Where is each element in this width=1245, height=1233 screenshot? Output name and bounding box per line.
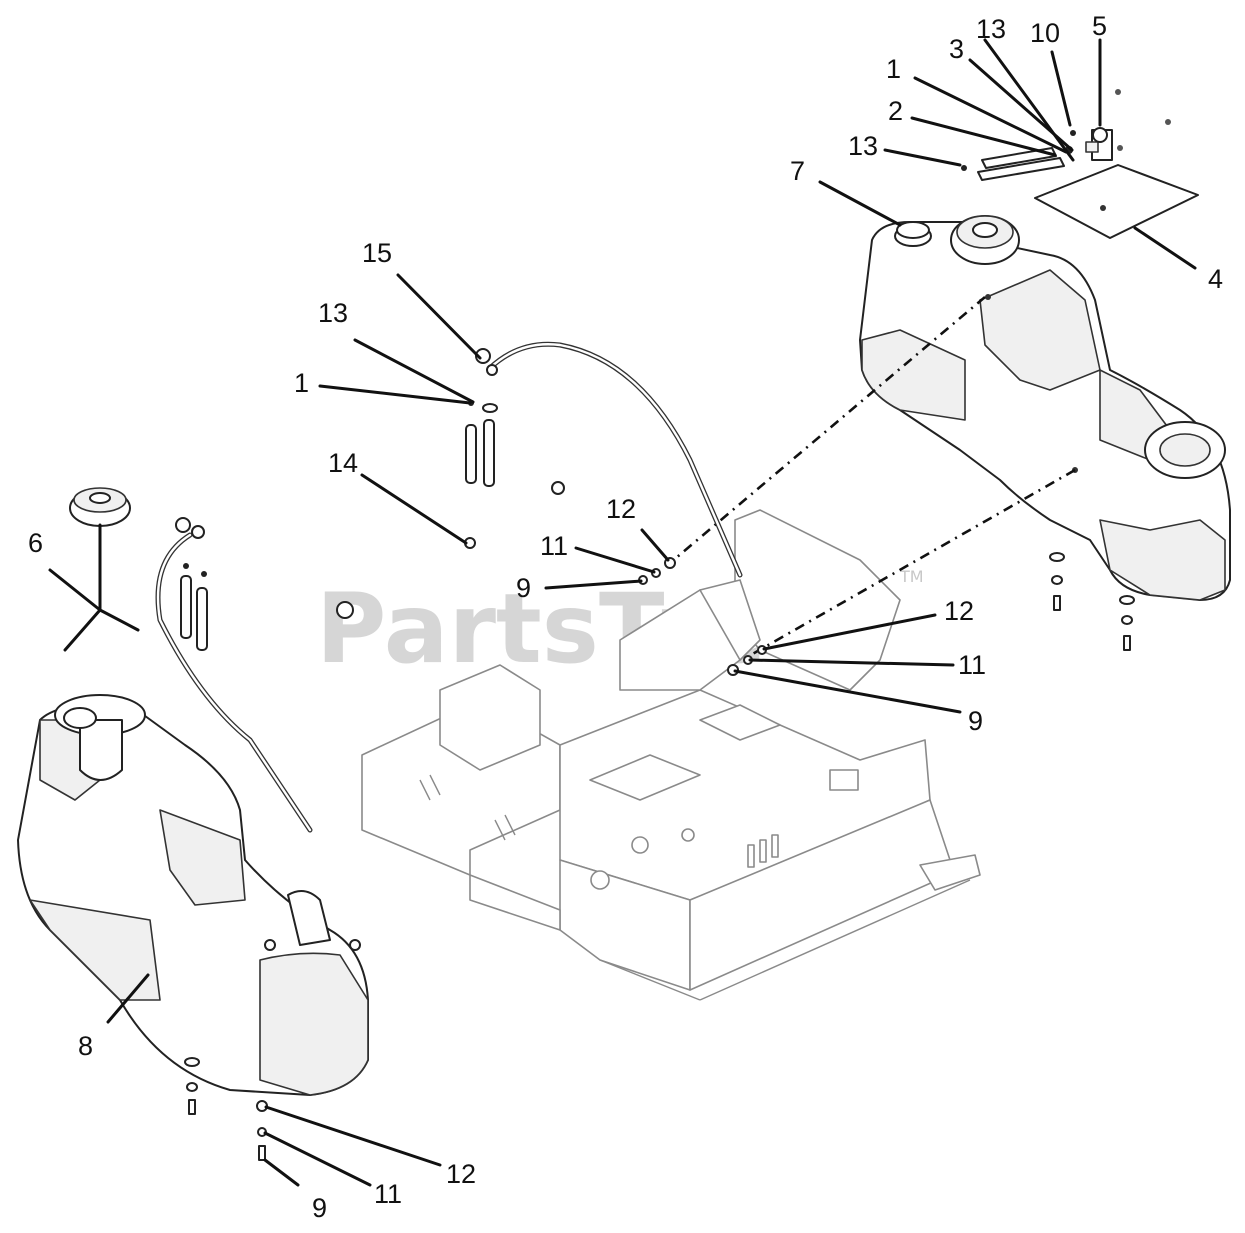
- callout-11-a: 11: [540, 531, 568, 561]
- fuel-line-assembly: [475, 341, 743, 578]
- callout-7: 7: [790, 156, 805, 186]
- watermark-trademark: TM: [899, 567, 924, 586]
- callout-9-c: 9: [312, 1193, 327, 1223]
- loose-fitting-center: [336, 481, 565, 619]
- callout-1-left: 1: [294, 368, 309, 398]
- callout-8: 8: [78, 1031, 93, 1061]
- callout-13-top: 13: [976, 14, 1006, 44]
- chassis-frame: [361, 509, 981, 1001]
- callout-9-b: 9: [968, 706, 983, 736]
- fuel-hose-short-top: [961, 130, 1076, 181]
- gas-cap-right: [950, 215, 1020, 265]
- callout-3: 3: [949, 34, 964, 64]
- callout-12-c: 12: [446, 1159, 476, 1189]
- fuel-line-left: [155, 517, 313, 833]
- callout-13-mid: 13: [848, 131, 878, 161]
- valve-bracket-plate: [1034, 164, 1199, 239]
- alignment-line-lower: [741, 468, 1076, 662]
- callout-13-left: 13: [318, 298, 348, 328]
- callout-14: 14: [328, 448, 358, 478]
- right-tank-hardware: [1049, 552, 1135, 651]
- fuel-tank-left: [17, 694, 369, 1096]
- fuel-tank-right: [859, 221, 1231, 601]
- callout-2: 2: [888, 96, 903, 126]
- fuel-shutoff-valve: [1085, 89, 1171, 161]
- callout-11-c: 11: [374, 1179, 402, 1209]
- callout-4: 4: [1208, 264, 1223, 294]
- callout-labels: 13 10 5 3 1 2 13 7 4 15 13 1 14 6 12 11 …: [28, 11, 1223, 1223]
- gas-cap-left: [63, 487, 140, 652]
- callout-11-b: 11: [958, 650, 986, 680]
- fuel-hose-pair-middle: [465, 400, 498, 487]
- callout-1-top: 1: [886, 54, 901, 84]
- callout-5: 5: [1092, 11, 1107, 41]
- leader-lines: [48, 38, 1197, 1187]
- alignment-line-upper: [669, 296, 986, 564]
- callout-6: 6: [28, 528, 43, 558]
- callout-12-b: 12: [944, 596, 974, 626]
- callout-12-a: 12: [606, 494, 636, 524]
- callout-10: 10: [1030, 18, 1060, 48]
- callout-9-a: 9: [516, 573, 531, 603]
- callout-15: 15: [362, 238, 392, 268]
